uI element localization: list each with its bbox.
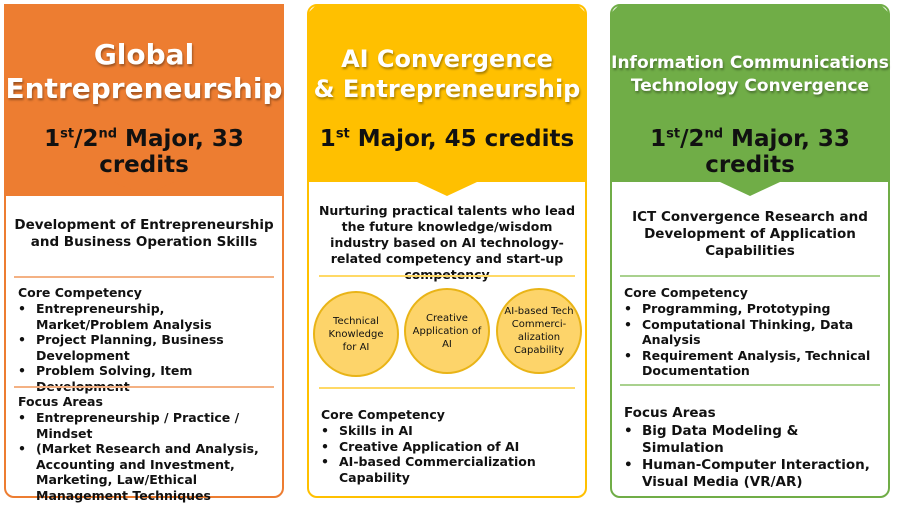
divider (319, 387, 575, 389)
card-body: Nurturing practical talents who lead the… (309, 191, 585, 496)
card-ai-convergence: AI Convergence & Entrepreneurship 1st Ma… (307, 4, 587, 498)
credits-label: 1st/2nd Major, 33 credits (44, 126, 244, 178)
list-item: Entrepreneurship, Market/Problem Analysi… (18, 301, 274, 332)
focus-areas-title: Focus Areas (624, 405, 716, 421)
program-title: Global Entrepreneurship (4, 38, 284, 106)
list-item: Computational Thinking, Data Analysis (624, 317, 880, 348)
title-line: Global (93, 38, 195, 71)
focus-areas-title: Focus Areas (18, 394, 103, 409)
card-ict-convergence: Information Communications Technology Co… (610, 4, 890, 498)
card-header: AI Convergence & Entrepreneurship 1st Ma… (307, 4, 587, 196)
core-competency-list: Programming, Prototyping Computational T… (624, 301, 880, 379)
card-body: ICT Convergence Research and Development… (612, 191, 888, 496)
divider (620, 275, 880, 277)
competency-circle: Creative Application of AI (404, 288, 490, 374)
title-line: Technology Convergence (630, 76, 870, 96)
list-item: Project Planning, Business Development (18, 332, 274, 363)
title-line: Entrepreneurship (5, 72, 283, 105)
card-header: Information Communications Technology Co… (610, 4, 890, 196)
core-competency-title: Core Competency (18, 285, 142, 300)
divider (14, 386, 274, 388)
list-item: AI-based Commercialization Capability (321, 454, 577, 485)
core-competency-title: Core Competency (321, 407, 445, 422)
title-line: Information Communications (611, 53, 889, 73)
list-item: Human-Computer Interaction, Visual Media… (624, 457, 880, 491)
program-title: Information Communications Technology Co… (610, 52, 890, 98)
divider (620, 384, 880, 386)
header-arrow-shape (610, 4, 890, 196)
divider (14, 276, 274, 278)
focus-areas-list: Entrepreneurship / Practice / Mindset (M… (18, 410, 274, 503)
list-item: Entrepreneurship / Practice / Mindset (18, 410, 274, 441)
title-line: AI Convergence (341, 45, 553, 73)
list-item: (Market Research and Analysis, Accountin… (18, 441, 274, 503)
program-description: ICT Convergence Research and Development… (632, 209, 868, 259)
header-arrow-shape (307, 4, 587, 196)
core-competency-list: Entrepreneurship, Market/Problem Analysi… (18, 301, 274, 394)
credits-label: 1st/2nd Major, 33 credits (650, 126, 850, 178)
credits-label: 1st Major, 45 credits (319, 126, 575, 152)
program-title: AI Convergence & Entrepreneurship (307, 44, 587, 104)
focus-areas-list: Big Data Modeling & Simulation Human-Com… (624, 423, 880, 491)
card-header: Global Entrepreneurship 1st/2nd Major, 3… (4, 4, 284, 196)
list-item: Problem Solving, Item Development (18, 363, 274, 394)
list-item: Big Data Modeling & Simulation (624, 423, 880, 457)
header-arrow-shape (4, 4, 284, 196)
program-description: Development of Entrepreneurship and Busi… (14, 217, 274, 250)
list-item: Programming, Prototyping (624, 301, 880, 317)
core-competency-title: Core Competency (624, 285, 748, 300)
competency-circle: Technical Knowledge for AI (313, 291, 399, 377)
list-item: Creative Application of AI (321, 439, 577, 455)
card-body: Development of Entrepreneurship and Busi… (6, 191, 282, 503)
card-global-entrepreneurship: Global Entrepreneurship 1st/2nd Major, 3… (4, 4, 284, 503)
title-line: & Entrepreneurship (313, 75, 581, 103)
core-competency-list: Skills in AI Creative Application of AI … (321, 423, 577, 485)
program-description: Nurturing practical talents who lead the… (318, 203, 576, 282)
list-item: Requirement Analysis, Technical Document… (624, 348, 880, 379)
divider (319, 275, 575, 277)
list-item: Skills in AI (321, 423, 577, 439)
competency-circle: AI-based Tech Commerci-alization Capabil… (496, 288, 582, 374)
